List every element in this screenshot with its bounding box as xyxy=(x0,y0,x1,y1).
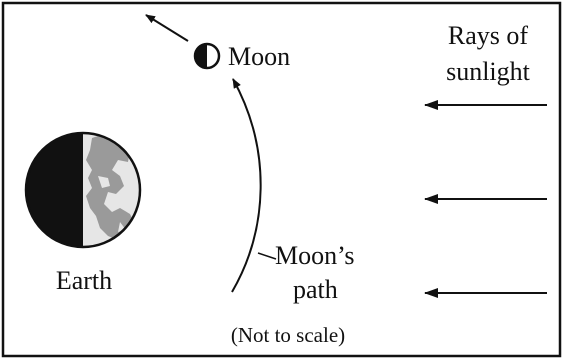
rays-label-line1: Rays of xyxy=(448,21,529,50)
moon-icon xyxy=(193,42,221,70)
orbit-direction-arrow xyxy=(145,14,189,42)
path-leader-line xyxy=(257,252,277,260)
path-label-line2: path xyxy=(293,275,338,304)
scale-note: (Not to scale) xyxy=(231,323,345,347)
path-label-line1: Moon’s xyxy=(275,241,354,270)
moon-label: Moon xyxy=(228,42,290,71)
path-arrow-icon xyxy=(231,78,262,293)
earth-label: Earth xyxy=(56,266,112,295)
rays-label-line2: sunlight xyxy=(446,57,531,86)
earth-icon xyxy=(24,131,142,249)
